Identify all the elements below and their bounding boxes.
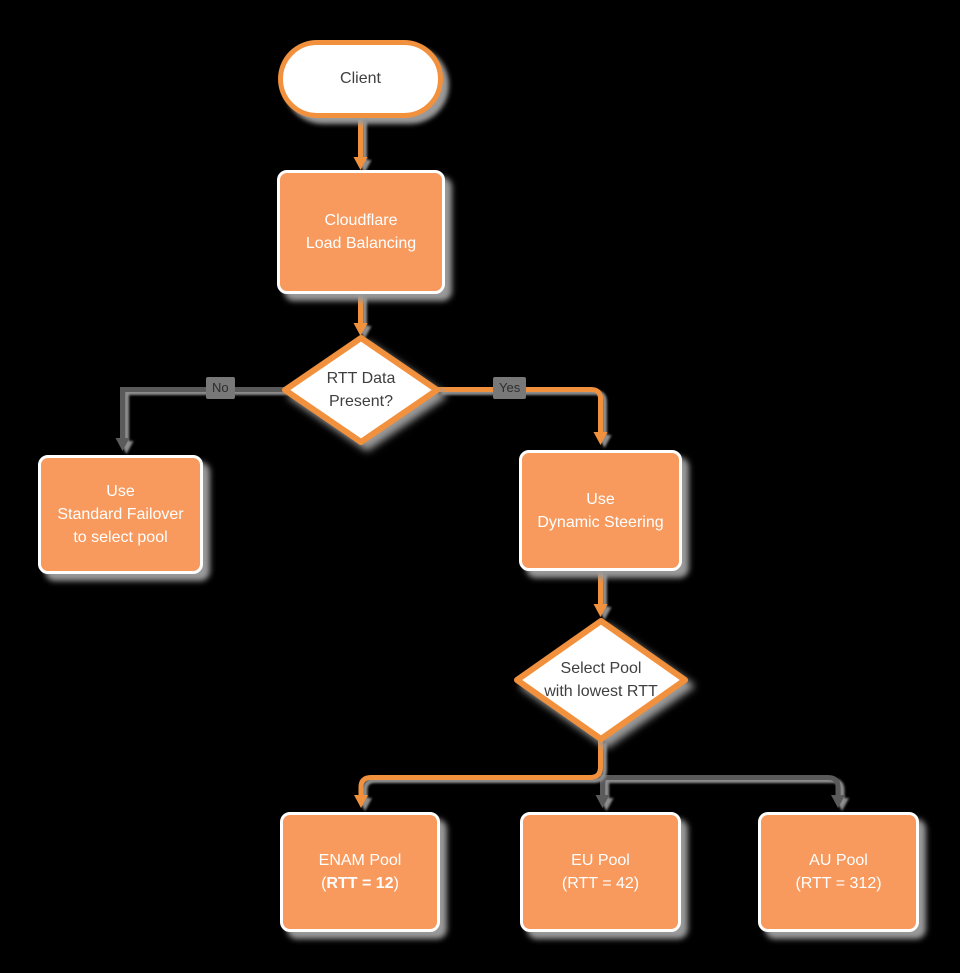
arrowhead-yes-branch bbox=[593, 432, 608, 445]
client-node: Client bbox=[278, 40, 443, 118]
gray-connectors bbox=[115, 387, 845, 808]
load-balancing-line1: Cloudflare bbox=[324, 212, 398, 229]
connector-enam-branch bbox=[358, 740, 603, 796]
au-pool-node: AU Pool (RTT = 312) bbox=[758, 812, 919, 932]
select-pool-shape bbox=[514, 618, 688, 742]
standard-failover-line3: to select pool bbox=[73, 529, 168, 546]
arrowhead-steering-to-select bbox=[593, 604, 608, 617]
orange-connectors bbox=[353, 118, 608, 808]
client-label: Client bbox=[340, 70, 381, 87]
enam-rtt-suffix: ) bbox=[393, 875, 399, 892]
select-pool-line2: with lowest RTT bbox=[544, 683, 658, 700]
enam-pool-node: ENAM Pool (RTT = 12) bbox=[280, 812, 440, 932]
enam-pool-line2: (RTT = 12) bbox=[321, 872, 399, 895]
eu-pool-line1: EU Pool bbox=[571, 852, 630, 869]
load-balancing-line2: Load Balancing bbox=[305, 235, 417, 252]
arrowhead-no-branch bbox=[115, 438, 130, 451]
standard-failover-line2: Standard Failover bbox=[57, 506, 184, 523]
standard-failover-line1: Use bbox=[106, 483, 135, 500]
au-pool-line1: AU Pool bbox=[809, 852, 868, 869]
rtt-decision-polygon bbox=[282, 335, 440, 445]
dynamic-steering-node: Use Dynamic Steering bbox=[519, 450, 682, 571]
select-pool-diamond: Select Pool with lowest RTT bbox=[512, 616, 690, 744]
enam-pool-line1: ENAM Pool bbox=[318, 852, 402, 869]
connector-au-branch bbox=[600, 775, 841, 796]
standard-failover-node: Use Standard Failover to select pool bbox=[38, 455, 203, 574]
arrowhead-eu-branch bbox=[595, 795, 610, 808]
arrowhead-lb-to-decision bbox=[353, 323, 368, 336]
arrowhead-client-to-lb bbox=[353, 157, 368, 170]
select-pool-line1: Select Pool bbox=[560, 660, 642, 677]
no-edge-label: No bbox=[206, 377, 235, 399]
rtt-decision-diamond: RTT Data Present? bbox=[279, 332, 443, 448]
select-pool-polygon bbox=[514, 618, 688, 742]
rtt-decision-line1: RTT Data bbox=[326, 370, 396, 387]
arrowhead-enam-branch bbox=[354, 795, 368, 808]
au-pool-line2: (RTT = 312) bbox=[795, 875, 882, 892]
dynamic-steering-line1: Use bbox=[586, 490, 615, 508]
arrowhead-au-branch bbox=[831, 795, 845, 808]
enam-rtt-value: RTT = 12 bbox=[326, 875, 394, 892]
dynamic-steering-line2: Dynamic Steering bbox=[537, 513, 664, 531]
enam-rtt-prefix: ( bbox=[321, 875, 327, 892]
eu-pool-line2: (RTT = 42) bbox=[561, 875, 640, 892]
eu-pool-node: EU Pool (RTT = 42) bbox=[520, 812, 681, 932]
rtt-decision-line2: Present? bbox=[328, 393, 394, 410]
rtt-decision-shape bbox=[282, 335, 440, 445]
yes-edge-label: Yes bbox=[493, 377, 527, 399]
connector-yes-branch bbox=[437, 387, 603, 433]
load-balancing-node: Cloudflare Load Balancing bbox=[277, 170, 445, 294]
connector-no-branch bbox=[120, 387, 284, 439]
